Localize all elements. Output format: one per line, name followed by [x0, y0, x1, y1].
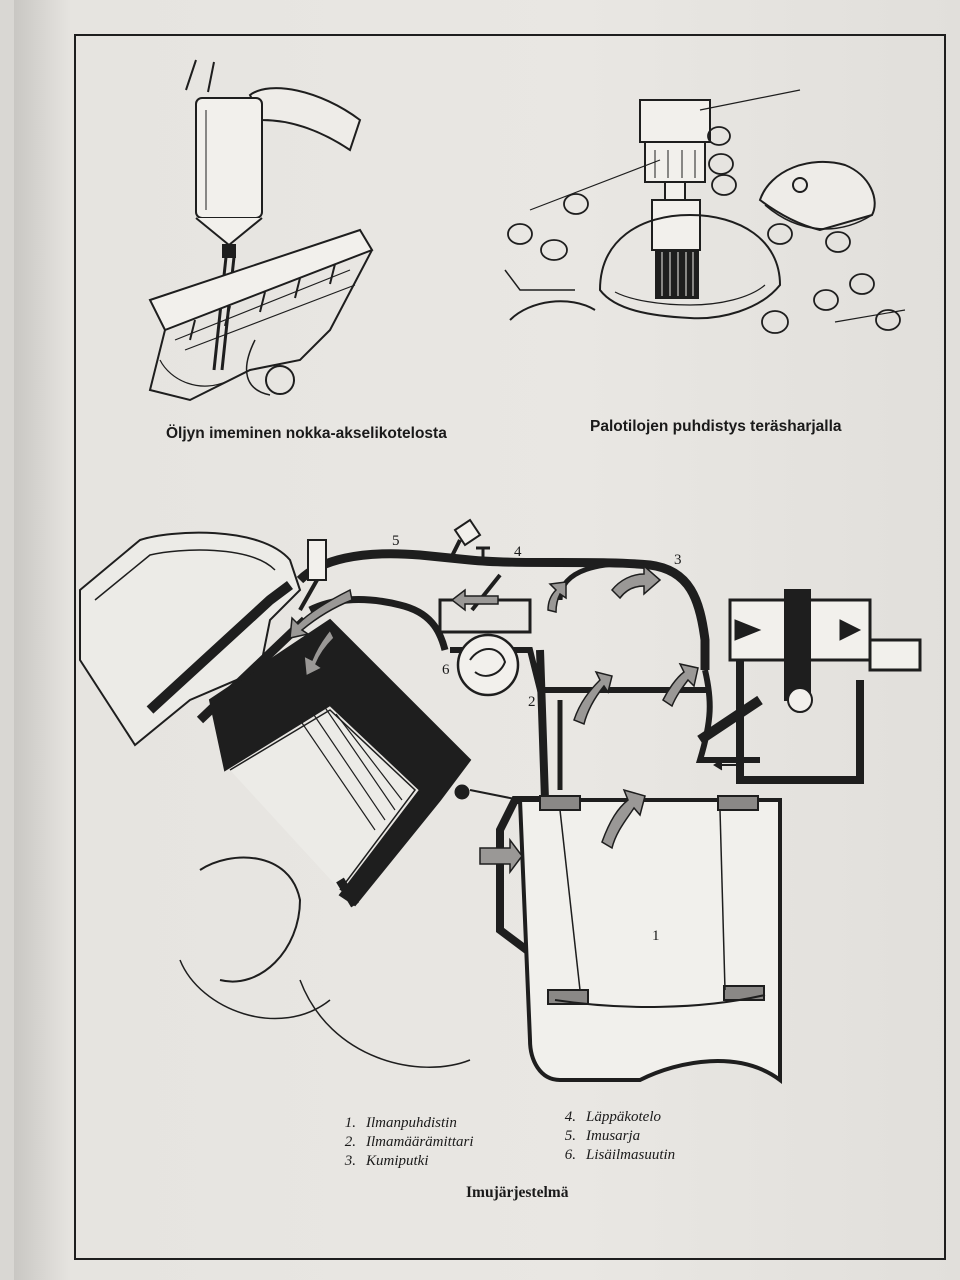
legend-item: 2.Ilmamäärämittari — [344, 1134, 474, 1150]
legend-column-right: 4.Läppäkotelo 5.Imusarja 6.Lisäilmasuuti… — [550, 1108, 675, 1165]
oil-suction-caption: Öljyn imeminen nokka-akselikotelosta — [166, 425, 447, 442]
part-number-2: 2 — [528, 694, 536, 710]
legend-item: 1.Ilmanpuhdistin — [344, 1115, 457, 1131]
page-frame — [74, 34, 946, 1260]
legend-item: 6.Lisäilmasuutin — [564, 1147, 676, 1163]
chamber-cleaning-caption: Palotilojen puhdistys teräsharjalla — [590, 418, 842, 435]
part-number-labels: 1 2 3 4 5 6 — [392, 533, 682, 944]
diagram-title: Imujärjestelmä — [466, 1184, 569, 1201]
legend-item: 4.Läppäkotelo — [564, 1109, 661, 1125]
intake-system-diagram — [79, 518, 922, 1084]
part-number-3: 3 — [674, 552, 682, 568]
part-number-6: 6 — [442, 662, 450, 678]
legend-column-left: 1.Ilmanpuhdistin 2.Ilmamäärämittari 3.Ku… — [330, 1114, 474, 1171]
legend-item: 5.Imusarja — [564, 1128, 641, 1144]
part-number-5: 5 — [392, 533, 400, 549]
chamber-cleaning-illustration — [504, 89, 906, 334]
oil-suction-illustration — [148, 59, 374, 402]
part-number-1: 1 — [652, 928, 660, 944]
legend-item: 3.Kumiputki — [344, 1153, 429, 1169]
part-number-4: 4 — [514, 544, 522, 560]
